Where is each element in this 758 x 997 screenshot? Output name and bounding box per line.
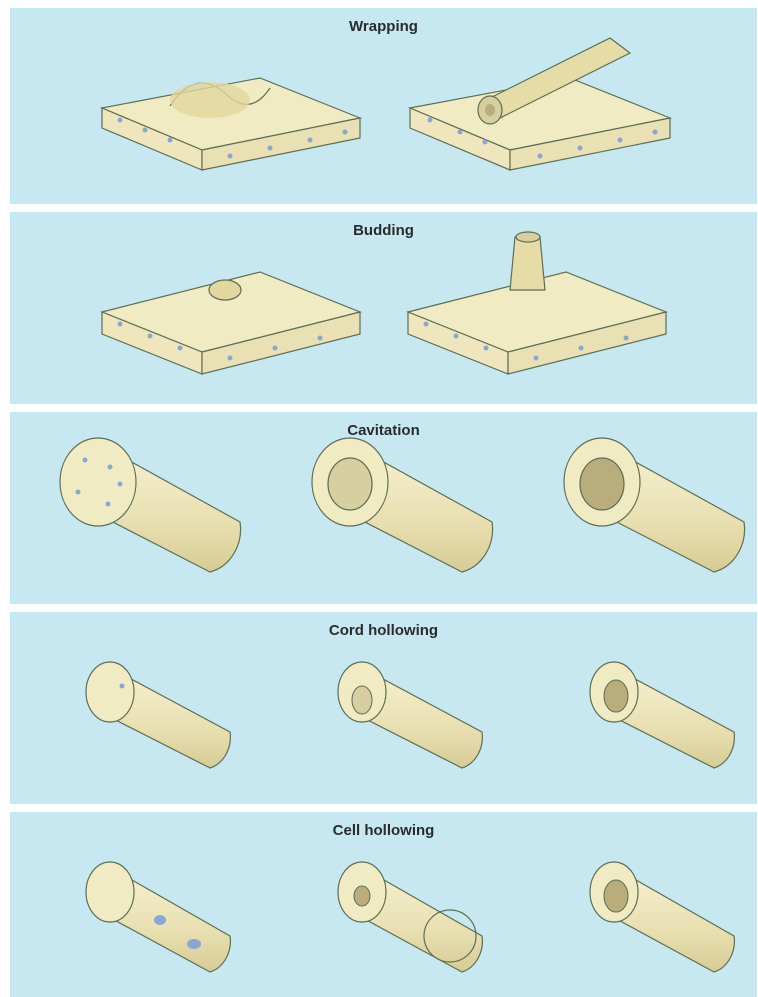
panel-cell-hollowing: Cell hollowing [10, 812, 757, 997]
cord-lumen-start [338, 662, 482, 768]
hollow-cylinder [564, 438, 745, 572]
cord-lumen-hollow [590, 662, 734, 768]
epithelial-sheet-tube [410, 38, 670, 170]
solid-cylinder [60, 438, 241, 572]
panel-cord-hollowing: Cord hollowing [10, 612, 757, 804]
panel-budding: Budding [10, 212, 757, 404]
cord-hollowing-illustration [10, 612, 757, 804]
epithelial-sheet-branch [408, 232, 666, 374]
cell-hollowing-illustration [10, 812, 757, 997]
panel-wrapping: Wrapping [10, 8, 757, 204]
epithelial-sheet-fold [102, 78, 360, 170]
cell-vacuole [338, 862, 482, 972]
wrapping-illustration [10, 8, 757, 204]
cell-hollow [590, 862, 734, 972]
cavitation-illustration [10, 412, 757, 604]
cell-solid [86, 862, 230, 972]
budding-illustration [10, 212, 757, 404]
forming-lumen-cylinder [312, 438, 493, 572]
epithelial-sheet-bud [102, 272, 360, 374]
panel-cavitation: Cavitation [10, 412, 757, 604]
cord-solid [86, 662, 230, 768]
